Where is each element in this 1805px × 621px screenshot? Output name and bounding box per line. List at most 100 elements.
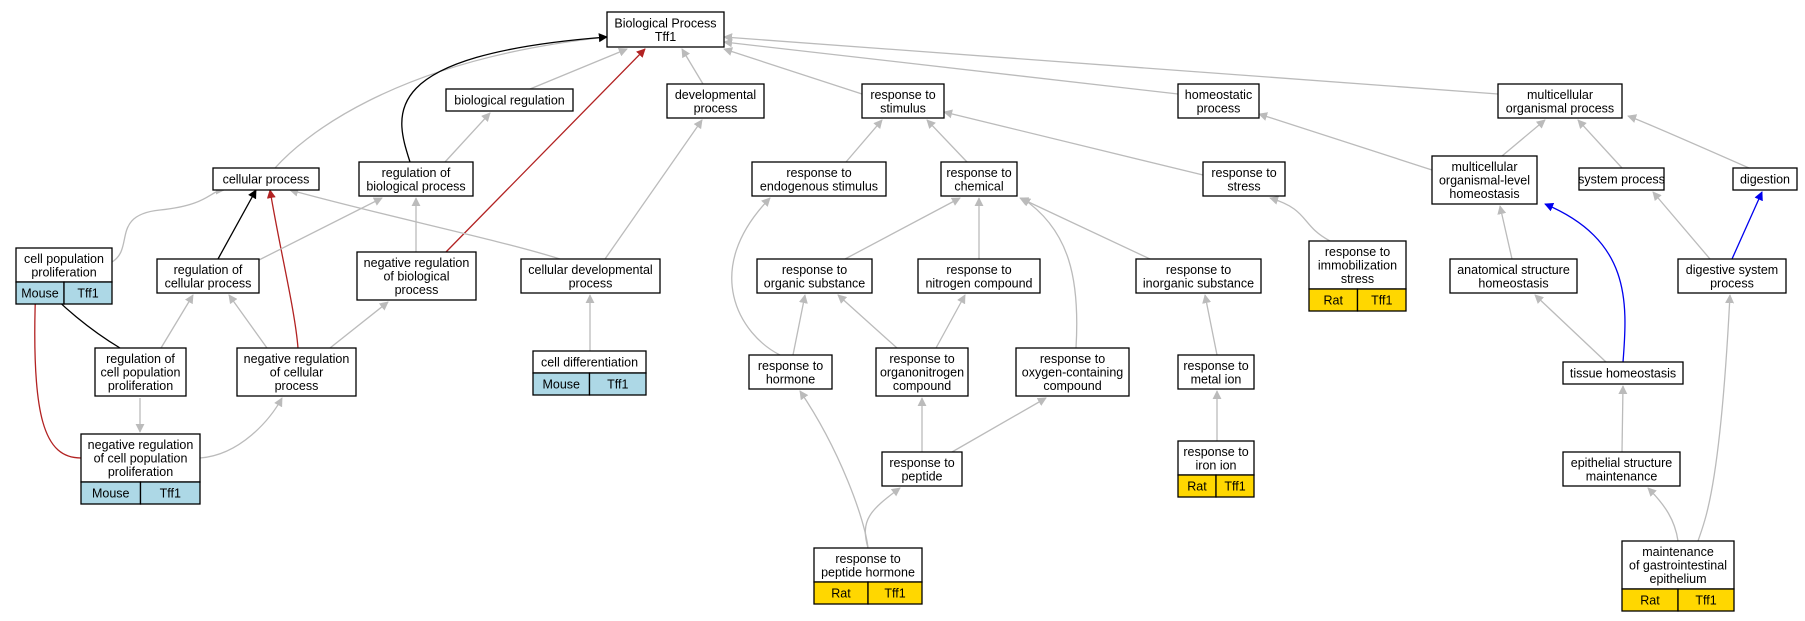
go-term-label: cellular process (223, 173, 310, 187)
go-term-box (1177, 354, 1255, 390)
go-term-label: proliferation (31, 265, 96, 279)
edge-response-to-metal-ion-to-response-to-inorganic-substance (1202, 294, 1218, 356)
go-term-box (1497, 83, 1623, 119)
go-term-label: process (569, 276, 613, 290)
gene-cell (1356, 288, 1407, 312)
go-term-box (756, 258, 873, 294)
go-term-box (1677, 258, 1787, 294)
edge-response-to-peptide-to-response-to-oxygen-containing-compound (951, 397, 1047, 453)
go-term-label: regulation of (174, 263, 243, 277)
go-term-label: proliferation (108, 379, 173, 393)
edge-response-to-stimulus-to-root (723, 47, 863, 95)
go-term-label: response to (835, 552, 900, 566)
edge-maintenance-of-gastrointestinal-epithelium-to-digestive-system-process (1697, 294, 1735, 542)
go-term-label: oxygen-containing (1022, 366, 1124, 380)
go-term-label: anatomical structure (1457, 263, 1570, 277)
gene-cell (1215, 474, 1255, 498)
species-label: Rat (1187, 480, 1207, 494)
go-term-cellular-process[interactable]: cellular process (212, 167, 320, 191)
go-term-label: response to (1166, 263, 1231, 277)
go-term-box (917, 258, 1041, 294)
go-term-box (1202, 161, 1286, 197)
go-term-label: compound (1043, 379, 1101, 393)
go-term-biological-regulation[interactable]: biological regulation (445, 88, 574, 112)
go-term-label: stimulus (880, 101, 926, 115)
go-term-box (881, 451, 963, 487)
go-term-label: organic substance (764, 276, 866, 290)
go-term-label: Biological Process (614, 16, 716, 30)
go-term-label: process (275, 379, 319, 393)
go-term-label: process (1197, 101, 1241, 115)
go-term-label: chemical (954, 179, 1003, 193)
go-term-box (606, 11, 725, 48)
go-term-digestion[interactable]: digestion (1732, 167, 1798, 191)
go-term-box (1449, 258, 1578, 294)
go-term-label: of cellular (270, 366, 324, 380)
go-term-label: response to (870, 88, 935, 102)
edge-negative-regulation-of-cell-population-proliferation-to-cell-population-proliferation (31, 281, 82, 459)
go-term-label: response to (786, 166, 851, 180)
go-term-label: organonitrogen (880, 366, 964, 380)
gene-label: Tff1 (160, 487, 181, 501)
go-term-label: maintenance (1586, 469, 1658, 483)
go-term-label: developmental (675, 88, 756, 102)
go-term-label: epithelium (1650, 572, 1707, 586)
go-term-label: cell differentiation (541, 356, 638, 370)
go-term-label: cell population (101, 366, 181, 380)
go-term-label: homeostatic (1185, 88, 1252, 102)
go-term-label: regulation of (382, 166, 451, 180)
edge-multicellular-organismal-process-to-root (723, 33, 1499, 95)
edge-tissue-homeostasis-to-multicellular-organismal-level-homeostasis (1544, 203, 1626, 363)
go-term-label: negative regulation (244, 352, 350, 366)
edge-negative-regulation-of-cellular-process-to-regulation-of-cellular-process (228, 294, 268, 349)
go-term-tissue-homeostasis[interactable]: tissue homeostasis (1562, 361, 1684, 385)
gene-cell (139, 481, 201, 505)
go-term-label: homeostasis (1449, 187, 1519, 201)
go-term-label: regulation of (106, 352, 175, 366)
edge-epithelial-structure-maintenance-to-tissue-homeostasis (1618, 385, 1628, 453)
go-term-system-process[interactable]: system process (1578, 167, 1665, 191)
go-term-box (445, 88, 574, 112)
edge-multicellular-organismal-level-homeostasis-to-homeostatic-process (1258, 112, 1433, 171)
go-term-label: peptide (901, 469, 942, 483)
go-term-box (1135, 258, 1262, 294)
go-term-label: of gastrointestinal (1629, 559, 1727, 573)
go-term-label: response to (1211, 166, 1276, 180)
edge-tissue-homeostasis-to-anatomical-structure-homeostasis (1534, 294, 1607, 363)
go-term-label: response to (1040, 352, 1105, 366)
